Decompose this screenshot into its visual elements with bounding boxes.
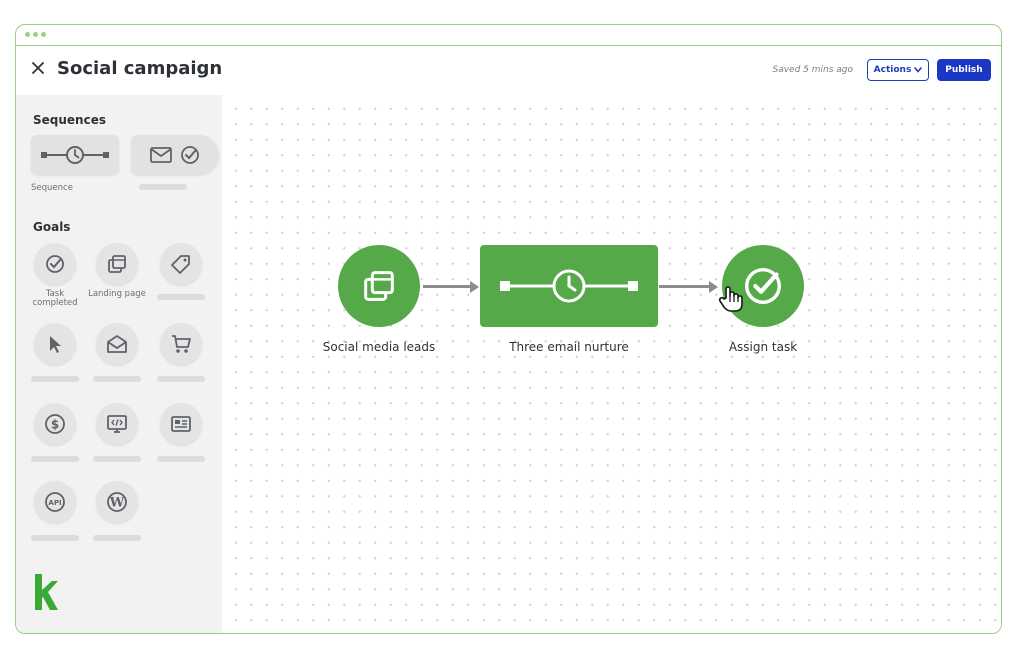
goal-task-completed[interactable] [34,243,76,285]
goal-label: Landing page [88,289,146,299]
goal-email-opened[interactable] [96,323,138,365]
node-label: Three email nurture [509,340,629,354]
cart-icon [172,335,191,353]
check-circle-icon [744,267,782,305]
sidebar: Sequences Sequence Goals Tas [16,95,222,633]
goal-api[interactable]: API [34,481,76,523]
goal-form[interactable] [160,403,202,445]
api-icon: API [45,492,65,512]
goal-tag[interactable] [160,243,202,285]
node-social-media-leads[interactable] [338,245,420,327]
connector-arrow [423,285,471,288]
goal-label: Task completed [32,289,78,308]
sequence-tile[interactable] [31,135,119,175]
placeholder-label-bar [93,535,141,541]
close-icon [32,62,44,74]
goal-payment[interactable]: $ [34,403,76,445]
goal-purchase[interactable] [160,323,202,365]
node-label: Assign task [728,340,798,354]
header: Social campaign Saved 5 mins ago Actions… [16,47,1001,95]
hand-cursor-icon [718,286,743,312]
node-assign-task[interactable] [722,245,804,327]
page-title: Social campaign [57,58,223,79]
envelope-open-icon [107,335,127,353]
actions-button[interactable]: Actions [867,59,929,81]
placeholder-label-bar [93,456,141,462]
connector-arrow [659,285,711,288]
svg-text:$: $ [51,418,59,432]
window-titlebar [16,25,1001,46]
goal-landing-page[interactable] [96,243,138,285]
sequence-label: Sequence [31,183,73,193]
saved-status: Saved 5 mins ago [772,65,853,75]
check-circle-icon [46,255,64,273]
placeholder-label-bar [31,456,79,462]
node-label: Social media leads [322,340,436,354]
arrowhead [709,280,718,293]
keap-logo [35,574,58,610]
placeholder-label-bar [31,376,79,382]
placeholder-label-bar [157,294,205,300]
landing-page-icon [364,271,394,301]
placeholder-label-bar [157,376,205,382]
sequences-heading: Sequences [33,113,106,127]
placeholder-label-bar [157,456,205,462]
goal-code[interactable] [96,403,138,445]
goal-click[interactable] [34,323,76,365]
wordpress-icon: W [107,492,127,512]
workflow-canvas[interactable]: Social media leads Three email nurture [222,95,1001,633]
svg-text:API: API [48,499,61,507]
placeholder-label-bar [31,535,79,541]
goals-heading: Goals [33,220,71,234]
chevron-down-icon [914,67,923,73]
arrowhead [470,280,479,293]
close-button[interactable] [30,60,46,76]
window-dot [41,32,46,37]
svg-text:W: W [109,496,125,511]
publish-button[interactable]: Publish [937,59,991,81]
window-dot [33,32,38,37]
node-three-email-nurture[interactable] [480,245,658,327]
pointer-icon [50,336,61,353]
tag-icon [171,255,190,274]
placeholder-label-bar [139,184,187,190]
app-window: Social campaign Saved 5 mins ago Actions… [15,24,1002,634]
email-check-tile[interactable] [131,135,219,175]
actions-label: Actions [873,65,912,75]
sequence-timer-icon [41,146,109,164]
email-check-icon [150,146,199,164]
sequence-timer-icon [500,269,638,303]
goal-wordpress[interactable]: W [96,481,138,523]
window-dot [25,32,30,37]
form-icon [171,416,191,432]
landing-page-icon [108,255,126,273]
placeholder-label-bar [93,376,141,382]
code-monitor-icon [107,415,127,433]
dollar-icon: $ [45,414,65,434]
